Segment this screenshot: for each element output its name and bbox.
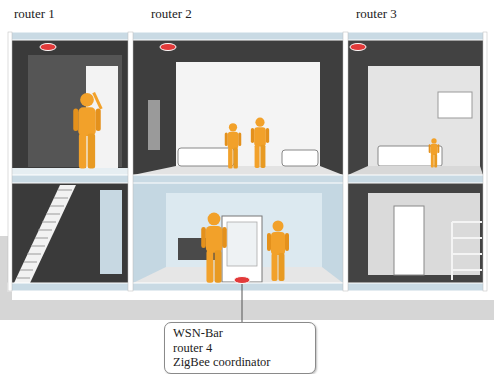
router-label: router 2: [151, 6, 192, 21]
leader-line: [242, 284, 243, 322]
lower-left-room: [12, 183, 128, 283]
person-figure: [267, 221, 289, 282]
lower-middle-room: [133, 183, 343, 283]
lower-left-room: [14, 185, 76, 283]
upper-middle-room: [133, 166, 343, 175]
lower-middle-room: [227, 222, 257, 266]
upper-left-room: [12, 168, 128, 175]
lower-left-room: [17, 190, 72, 278]
lower-left-room: [100, 190, 122, 274]
lower-middle-room: [222, 216, 262, 282]
floor-slab: [8, 283, 487, 291]
node-text: ZigBee coordinator: [173, 355, 307, 370]
wall-pillar: [8, 32, 12, 291]
upper-middle-room: [133, 40, 343, 175]
person-figure: [73, 92, 439, 283]
router-label: router 3: [356, 6, 397, 21]
person-figure: [92, 92, 102, 110]
person-figure: [73, 93, 101, 169]
upper-left-room: [12, 40, 128, 175]
person-figure: [225, 123, 242, 168]
router-symbol: [234, 277, 250, 284]
router-symbol: [350, 44, 366, 51]
upper-middle-room: [282, 150, 318, 166]
lower-left-room: [12, 183, 128, 283]
wall-pillar: [343, 32, 348, 291]
floor-slab: [8, 32, 487, 291]
wall-pillar: [8, 32, 487, 291]
person-figure: [429, 138, 440, 167]
router-label: router 1: [14, 6, 55, 21]
upper-middle-room: [148, 100, 160, 150]
upper-middle-room: [133, 40, 343, 175]
upper-right-room: [348, 40, 483, 175]
wall-pillar: [128, 32, 133, 291]
router-symbol: [160, 44, 176, 51]
lower-right-room: [368, 193, 480, 275]
upper-left-room: [12, 40, 128, 175]
lower-right-room: [348, 183, 483, 283]
lower-middle-room: [133, 183, 343, 283]
lower-middle-room: [166, 193, 322, 267]
upper-middle-room: [178, 148, 234, 166]
node-text: router 4: [173, 341, 307, 356]
router-symbol: [40, 44, 366, 284]
node-text: WSN-Bar: [173, 326, 307, 341]
coordinator-box: WSN-Barrouter 4ZigBee coordinator: [164, 322, 316, 374]
upper-right-room: [368, 66, 480, 166]
lower-right-room: [394, 206, 424, 275]
upper-middle-room: [176, 62, 320, 166]
upper-right-room: [348, 166, 483, 175]
router-symbol: [40, 44, 56, 51]
upper-right-room: [438, 92, 472, 118]
floor-slab: [8, 32, 487, 40]
person-figure: [201, 213, 227, 283]
leader-line: [242, 284, 243, 322]
wall-pillar: [483, 32, 487, 291]
lower-right-room: [452, 222, 482, 280]
lower-right-room: [348, 183, 483, 283]
person-figure: [251, 118, 269, 168]
floor-slab: [8, 175, 487, 183]
upper-right-room: [348, 40, 483, 175]
